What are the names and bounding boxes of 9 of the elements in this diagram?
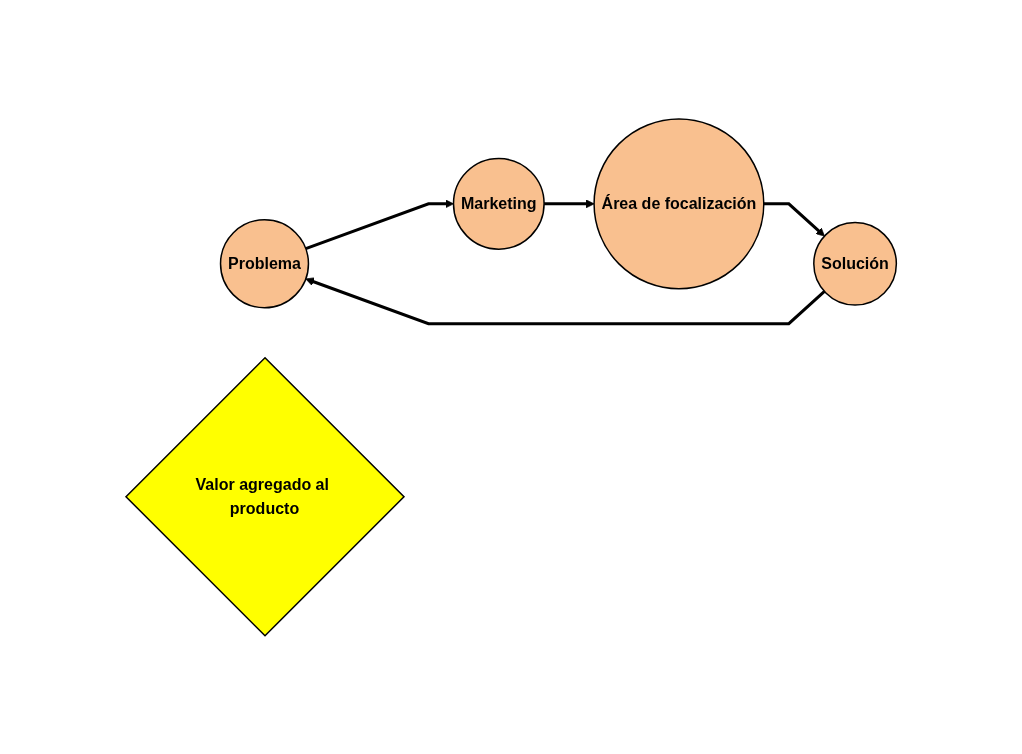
arrow — [763, 202, 825, 237]
node-circle: Área de focalización — [593, 117, 765, 290]
node-circle: Problema — [219, 218, 309, 309]
node-circle: Solución — [812, 221, 897, 306]
arrow — [305, 277, 826, 325]
node-diamond: Valor agregado al producto — [124, 356, 405, 637]
node-circle: Marketing — [452, 157, 545, 250]
arrow — [543, 199, 595, 208]
arrow — [305, 199, 454, 250]
